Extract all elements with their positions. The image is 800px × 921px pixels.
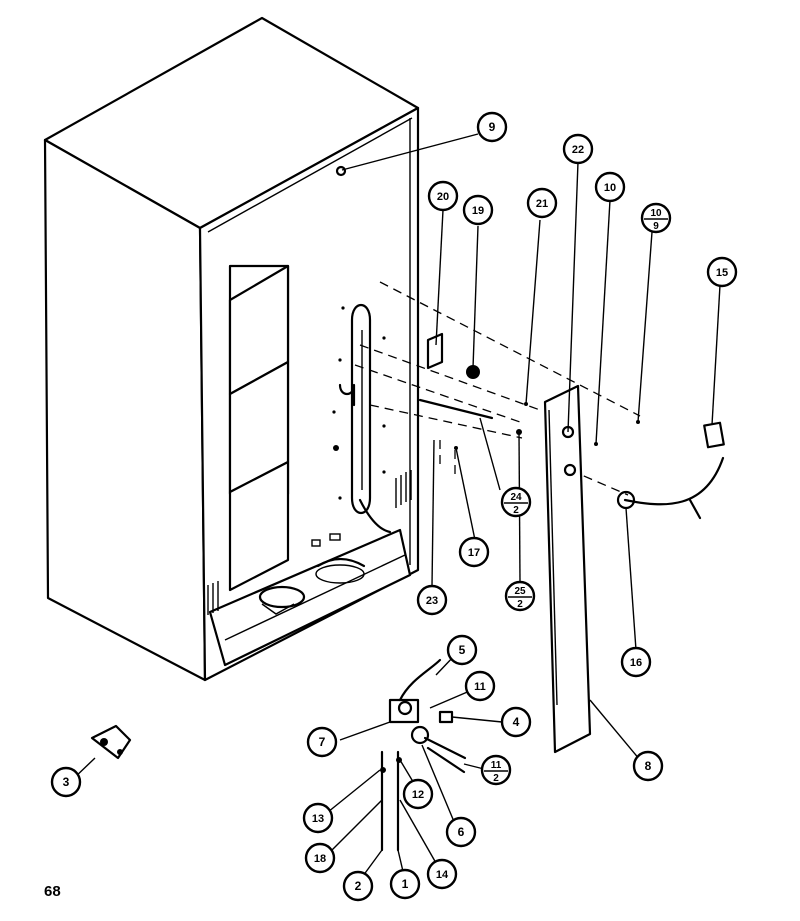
callout-17: 17	[458, 536, 490, 568]
refrigerator-cabinet	[43, 16, 420, 682]
callout-sub: 9	[653, 221, 659, 232]
callout-sub: 2	[493, 773, 499, 784]
callout-label: 11	[474, 681, 486, 693]
callout-2: 2	[342, 870, 374, 902]
callout-23: 23	[416, 584, 448, 616]
callout-label: 10	[604, 182, 616, 194]
callout-label: 25	[514, 586, 526, 597]
callout-label: 24	[510, 492, 522, 503]
callout-label: 22	[572, 144, 584, 156]
callout-13: 13	[302, 802, 334, 834]
callout-19: 19	[462, 194, 494, 226]
callout-label: 12	[412, 789, 424, 801]
callout-12: 12	[402, 778, 434, 810]
callout-18: 18	[304, 842, 336, 874]
callout-label: 16	[630, 657, 642, 669]
callout-label: 1	[402, 877, 409, 891]
callout-10-9: 109	[640, 202, 672, 234]
callout-sub: 2	[513, 505, 519, 516]
callout-label: 2	[355, 879, 362, 893]
callout-20: 20	[427, 180, 459, 212]
callout-4: 4	[500, 706, 532, 738]
callout-10: 10	[594, 171, 626, 203]
harness-hardware	[418, 332, 528, 450]
callout-label: 14	[436, 869, 449, 881]
callout-14: 14	[426, 858, 458, 890]
callout-label: 7	[319, 735, 326, 749]
callout-label: 8	[645, 759, 652, 773]
callout-7: 7	[306, 726, 338, 758]
callout-label: 18	[314, 853, 326, 865]
callout-label: 21	[536, 198, 548, 210]
callout-24-2: 242	[500, 486, 532, 518]
callout-label: 6	[458, 825, 465, 839]
callout-label: 17	[468, 547, 480, 559]
callout-label: 5	[459, 643, 466, 657]
leader-lines	[71, 133, 721, 881]
callout-label: 3	[63, 775, 70, 789]
callout-11-2: 112	[480, 754, 512, 786]
callout-15: 15	[706, 256, 738, 288]
callout-21: 21	[526, 187, 558, 219]
callout-label: 15	[716, 267, 728, 279]
callout-label: 9	[489, 120, 496, 134]
callout-3: 3	[50, 766, 82, 798]
control-assembly	[380, 658, 467, 852]
callout-25-2: 252	[504, 580, 536, 612]
callout-label: 4	[513, 715, 520, 729]
thermostat-part	[90, 724, 132, 760]
callout-label: 23	[426, 595, 438, 607]
alignment-lines	[354, 281, 641, 496]
power-cord	[616, 421, 725, 520]
callout-label: 13	[312, 813, 324, 825]
callout-5: 5	[446, 634, 478, 666]
callout-label: 10	[650, 208, 662, 219]
callout-22: 22	[562, 133, 594, 165]
callout-6: 6	[445, 816, 477, 848]
back-panel	[543, 384, 640, 754]
callout-8: 8	[632, 750, 664, 782]
callout-9: 9	[476, 111, 508, 143]
callout-1: 1	[389, 868, 421, 900]
callout-16: 16	[620, 646, 652, 678]
callout-label: 20	[437, 191, 449, 203]
callout-11: 11	[464, 670, 496, 702]
page-number: 68	[44, 883, 61, 900]
callout-markers: 9222019211010915172422325216511471128313…	[50, 111, 738, 902]
callout-label: 19	[472, 205, 484, 217]
callout-sub: 2	[517, 599, 523, 610]
callout-label: 11	[491, 760, 502, 771]
